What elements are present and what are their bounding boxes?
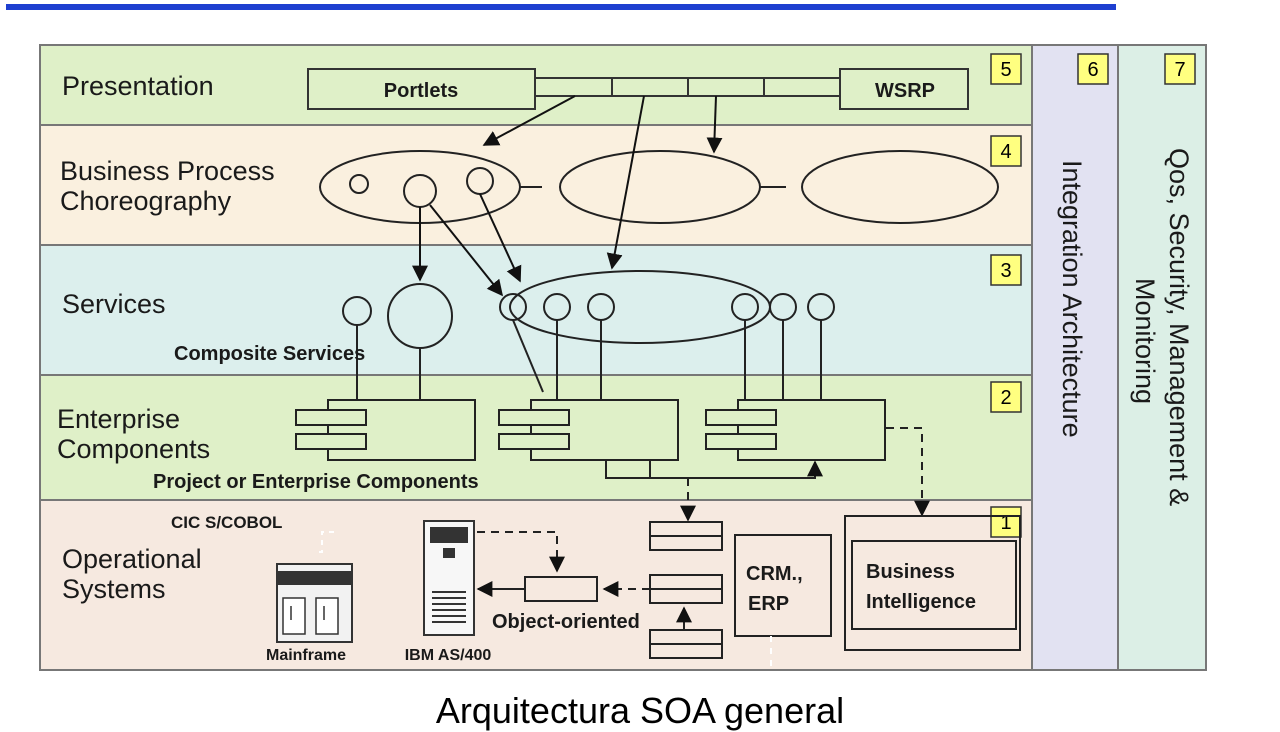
components-caption: Project or Enterprise Components <box>153 471 479 493</box>
number-box-2: 2 <box>990 381 1022 413</box>
process-ellipse-3 <box>801 150 999 224</box>
layer-label-components-2: Components <box>57 434 210 464</box>
business-intelligence-outer <box>844 515 1021 651</box>
portlets-label: Portlets <box>384 80 458 102</box>
qos-label-line-2: Monitoring <box>1130 278 1160 404</box>
crm-label-2: ERP <box>748 593 789 615</box>
number-3: 3 <box>1000 260 1011 282</box>
as400-icon <box>423 520 475 636</box>
oo-adapter <box>524 576 598 602</box>
number-7: 7 <box>1174 59 1185 81</box>
bi-label-2: Intelligence <box>866 591 976 613</box>
mainframe-label: Mainframe <box>266 647 346 664</box>
number-6: 6 <box>1087 59 1098 81</box>
wsrp-box <box>839 68 969 110</box>
composite-services-label: Composite Services <box>174 343 365 365</box>
number-box-7: 7 <box>1164 53 1196 85</box>
number-box-6: 6 <box>1077 53 1109 85</box>
crm-label-1: CRM., <box>746 563 803 585</box>
bi-label-1: Business <box>866 561 955 583</box>
as400-label: IBM AS/400 <box>405 647 492 664</box>
number-5: 5 <box>1000 59 1011 81</box>
business-intelligence-box <box>851 540 1017 630</box>
qos-label-line-1: Qos, Security, Management & <box>1164 148 1194 506</box>
number-2: 2 <box>1000 387 1011 409</box>
object-oriented-label: Object-oriented <box>492 611 640 633</box>
presentation-bar <box>307 68 969 110</box>
number-4: 4 <box>1000 141 1011 163</box>
number-box-4: 4 <box>990 135 1022 167</box>
cics-label: CIC S/COBOL <box>171 513 282 532</box>
component-block-2 <box>498 399 679 461</box>
component-blocks <box>295 399 930 522</box>
layer-label-operational-2: Systems <box>62 574 166 604</box>
layer-label-business-process-1: Business Process <box>60 156 275 186</box>
column-integration <box>1031 44 1119 671</box>
component-block-1 <box>295 399 476 461</box>
operational-links <box>314 515 1021 670</box>
services-shapes <box>342 270 835 400</box>
layer-business-process <box>39 124 1033 246</box>
number-box-3: 3 <box>990 254 1022 286</box>
column-qos <box>1117 44 1207 671</box>
integration-architecture-label: Integration Architecture <box>1057 160 1087 438</box>
mainframe-icon <box>276 563 353 643</box>
layer-label-presentation: Presentation <box>62 71 214 101</box>
layer-label-operational-1: Operational <box>62 544 202 574</box>
presentation-arrows <box>412 95 723 297</box>
wsrp-label: WSRP <box>875 80 935 102</box>
number-box-5: 5 <box>990 53 1022 85</box>
caption: Arquitectura SOA general <box>435 690 845 731</box>
layer-label-services: Services <box>62 289 166 319</box>
title-bar <box>6 4 1116 10</box>
layer-label-business-process-2: Choreography <box>60 186 232 216</box>
component-block-3 <box>705 399 886 461</box>
number-1: 1 <box>1000 512 1011 534</box>
number-box-1: 1 <box>990 506 1022 538</box>
layer-label-components-1: Enterprise <box>57 404 180 434</box>
crm-erp-box <box>734 534 832 637</box>
